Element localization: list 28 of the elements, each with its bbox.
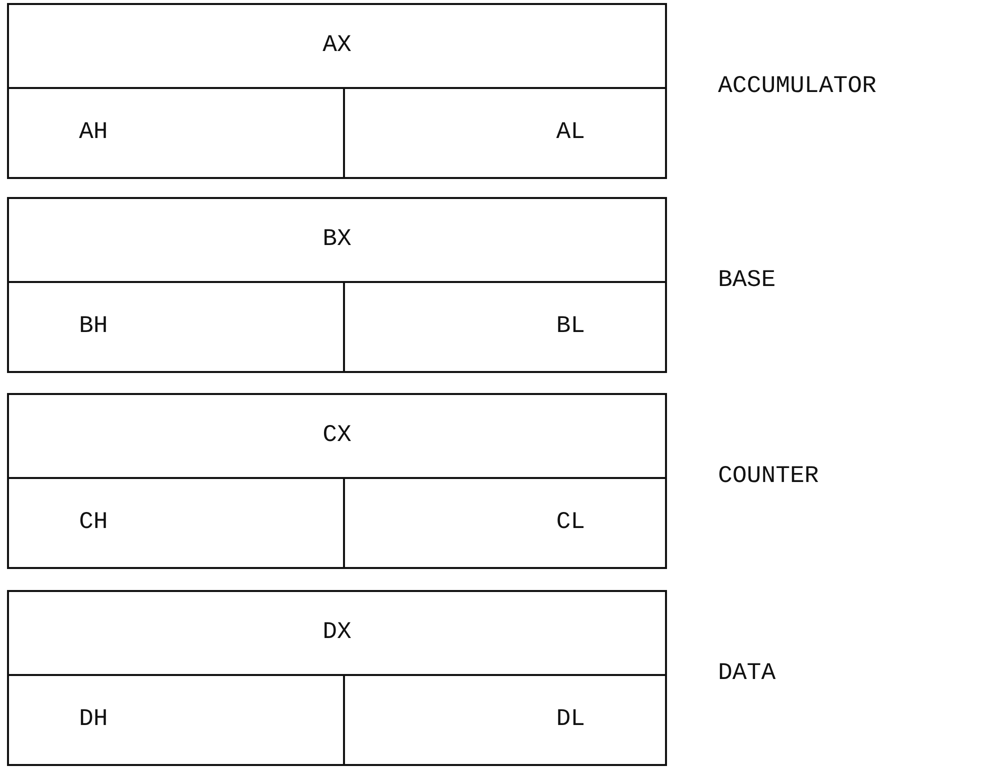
register-name: CH	[79, 509, 108, 536]
register-cell	[7, 477, 345, 569]
register-cell	[7, 281, 345, 373]
register-name: AL	[556, 119, 585, 146]
register-cell	[343, 87, 667, 179]
register-cell	[7, 590, 667, 676]
register-name: DH	[79, 706, 108, 733]
register-cell	[343, 477, 667, 569]
register-cell	[7, 674, 345, 766]
register-label: BASE	[718, 267, 776, 294]
register-name: CX	[322, 422, 352, 449]
register-name: AX	[322, 32, 352, 59]
register-name: BH	[79, 313, 108, 340]
register-label: DATA	[718, 660, 776, 687]
register-cell	[7, 393, 667, 479]
register-cell	[7, 197, 667, 283]
register-name: BL	[556, 313, 585, 340]
register-name: DX	[322, 619, 352, 646]
register-cell	[343, 674, 667, 766]
register-cell	[343, 281, 667, 373]
register-name: DL	[556, 706, 585, 733]
register-name: BX	[322, 226, 352, 253]
register-label: COUNTER	[718, 463, 819, 490]
register-name: AH	[79, 119, 108, 146]
register-cell	[7, 3, 667, 89]
register-name: CL	[556, 509, 585, 536]
register-cell	[7, 87, 345, 179]
register-label: ACCUMULATOR	[718, 73, 876, 100]
